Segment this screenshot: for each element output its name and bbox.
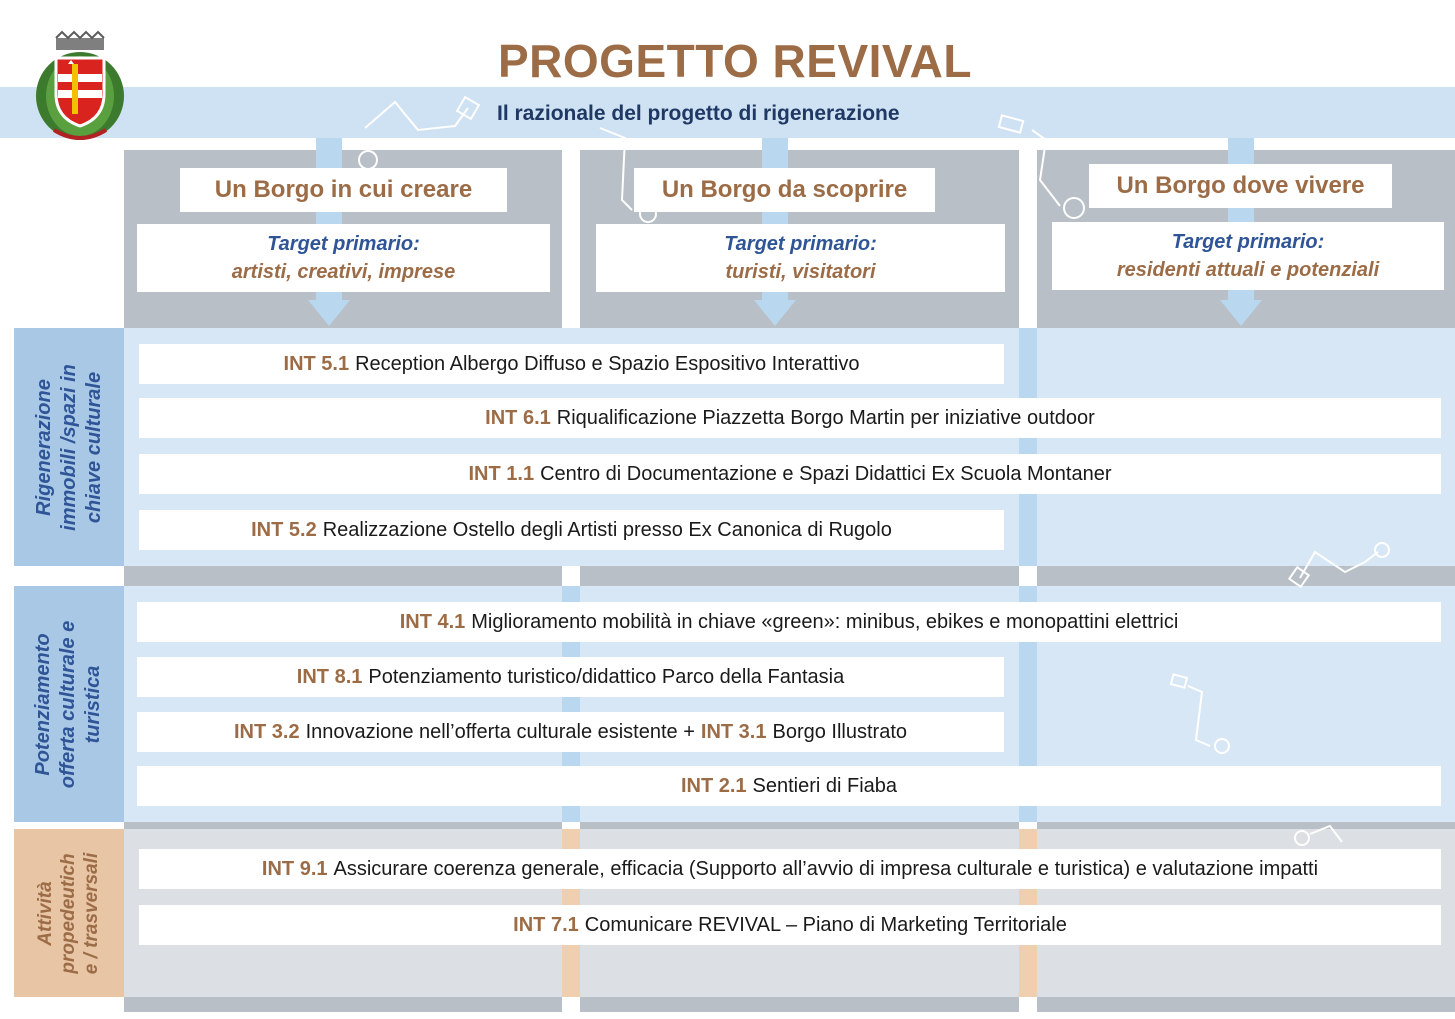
intervention-text: Potenziamento turistico/didattico Parco … [368,665,845,688]
intervention-code: INT 8.1 [296,665,363,688]
intervention-code: INT 7.1 [513,913,579,936]
subtitle-band [0,87,1455,138]
target-value: artisti, creativi, imprese [231,261,456,283]
intervention-text: Innovazione nell’offerta culturale esist… [305,720,695,743]
intervention-item: INT 2.1 Sentieri di Fiaba [137,766,1441,806]
target-label: Target primario: [1171,231,1325,253]
page-subtitle: Il razionale del progetto di rigenerazio… [497,102,900,125]
intervention-text: Assicurare coerenza generale, efficacia … [333,857,1319,880]
section-label-attivita: Attività propedeutich e / trasversali [14,829,124,997]
intervention-text: Riqualificazione Piazzetta Borgo Martin … [556,406,1095,429]
municipal-coat-of-arms-icon [36,30,124,140]
intervention-code: INT 5.2 [251,518,317,541]
intervention-code: INT 3.2 [234,720,300,743]
intervention-item: INT 9.1 Assicurare coerenza generale, ef… [139,849,1441,889]
intervention-text: Sentieri di Fiaba [752,774,898,797]
intervention-item: INT 8.1 Potenziamento turistico/didattic… [137,657,1004,697]
column-target-3: Target primario: residenti attuali e pot… [1052,222,1444,290]
target-label: Target primario: [724,233,877,255]
down-arrow-icon [754,300,796,326]
intervention-text: Reception Albergo Diffuso e Spazio Espos… [355,352,860,375]
intervention-code: INT 4.1 [399,610,466,633]
intervention-text: Realizzazione Ostello degli Artisti pres… [322,518,892,541]
column-title-2: Un Borgo da scoprire [634,168,935,212]
down-arrow-icon [308,300,350,326]
down-arrow-icon [1220,300,1262,326]
intervention-item: INT 1.1 Centro di Documentazione e Spazi… [139,454,1441,494]
intervention-item: INT 6.1 Riqualificazione Piazzetta Borgo… [139,398,1441,438]
intervention-code: INT 3.1 [700,720,767,743]
intervention-text: Borgo Illustrato [772,720,907,743]
intervention-code: INT 1.1 [468,462,535,485]
column-title-3: Un Borgo dove vivere [1089,164,1392,208]
section-stripe [1019,586,1037,822]
intervention-item: INT 7.1 Comunicare REVIVAL – Piano di Ma… [139,905,1441,945]
intervention-item: INT 4.1 Miglioramento mobilità in chiave… [137,602,1441,642]
intervention-text: Centro di Documentazione e Spazi Didatti… [540,462,1112,485]
column-title-1: Un Borgo in cui creare [180,168,507,212]
intervention-code: INT 9.1 [261,857,328,880]
intervention-code: INT 2.1 [680,774,747,797]
intervention-item: INT 5.2 Realizzazione Ostello degli Arti… [139,510,1004,550]
intervention-item: INT 3.2 Innovazione nell’offerta cultura… [137,712,1004,752]
section-label-rigenerazione: Rigenerazione immobili /spazi in chiave … [14,328,124,566]
target-value: residenti attuali e potenziali [1116,259,1380,281]
intervention-item: INT 5.1 Reception Albergo Diffuso e Spaz… [139,344,1004,384]
intervention-text: Miglioramento mobilità in chiave «green»… [471,610,1179,633]
section-stripe [562,586,580,822]
intervention-text: Comunicare REVIVAL – Piano di Marketing … [584,913,1067,936]
section-stripe [1019,328,1037,566]
column-target-1: Target primario: artisti, creativi, impr… [137,224,550,292]
column-target-2: Target primario: turisti, visitatori [596,224,1005,292]
target-value: turisti, visitatori [725,261,876,283]
page-title: PROGETTO REVIVAL [497,35,973,87]
target-label: Target primario: [267,233,420,255]
intervention-code: INT 5.1 [283,352,350,375]
intervention-code: INT 6.1 [485,406,551,429]
section-label-potenziamento: Potenziamento offerta culturale e turist… [14,586,124,822]
